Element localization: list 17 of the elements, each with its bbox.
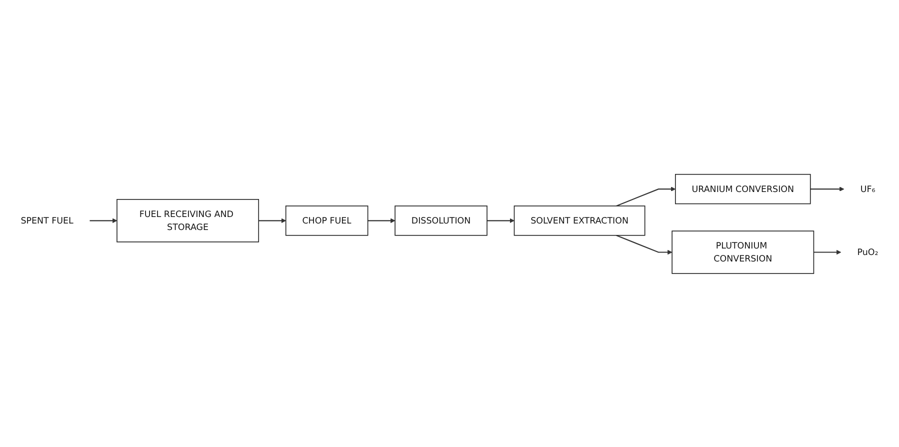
arrow	[814, 249, 842, 254]
arrow	[258, 218, 286, 223]
arrow	[487, 218, 514, 223]
node-box: CHOP FUEL	[285, 205, 368, 236]
node-text: PuO₂	[857, 246, 878, 257]
node-box: FUEL RECEIVING AND STORAGE	[116, 198, 260, 242]
arrow	[90, 218, 118, 223]
node-box: URANIUM CONVERSION	[675, 174, 811, 204]
node-box: DISSOLUTION	[394, 205, 488, 236]
node-box: SOLVENT EXTRACTION	[514, 205, 646, 236]
node-text: SPENT FUEL	[20, 214, 74, 226]
arrow	[368, 218, 396, 223]
node-box: PLUTONIUM CONVERSION	[672, 230, 814, 274]
node-text: UF₆	[860, 183, 876, 194]
arrow	[810, 186, 844, 192]
arrow	[616, 234, 672, 254]
arrow	[616, 186, 676, 206]
